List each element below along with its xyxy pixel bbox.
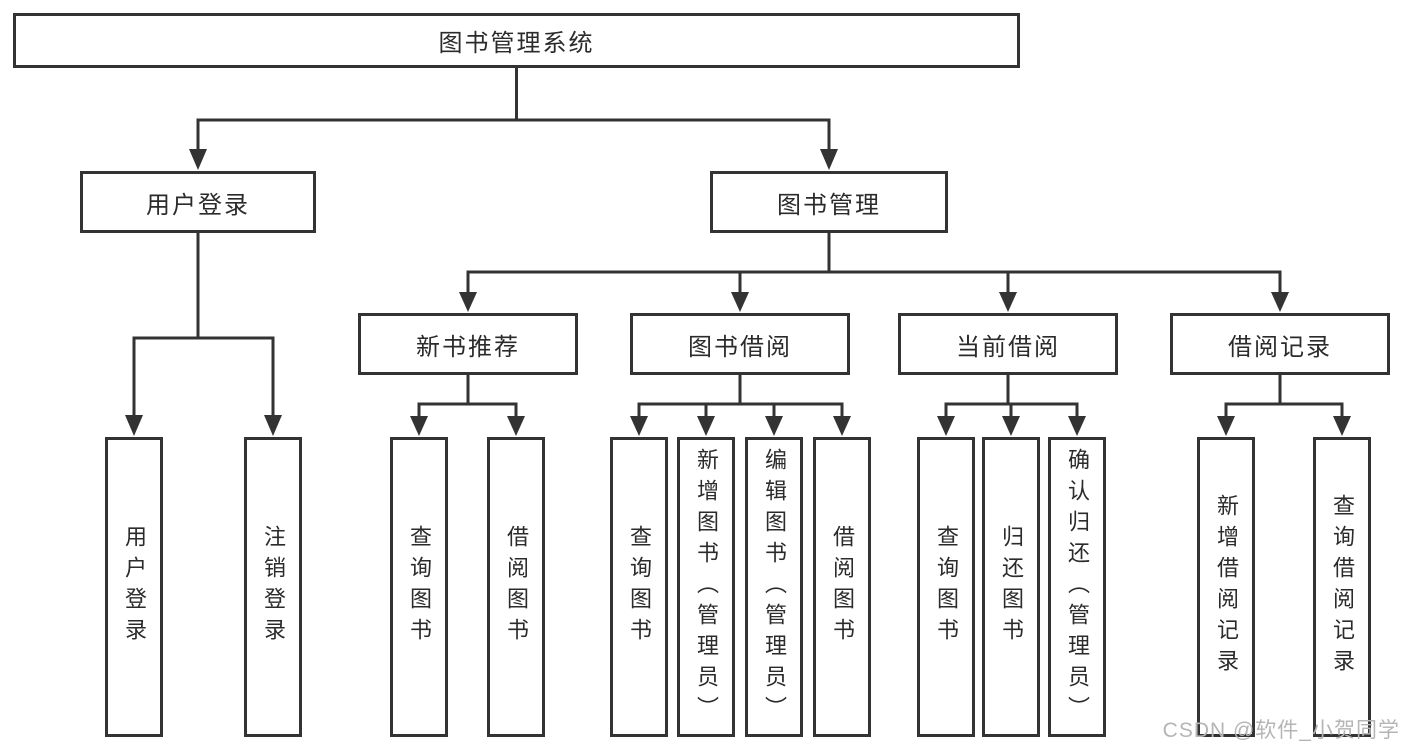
node-leaf-user-login: 用户登录 [105,437,163,737]
arrowheads-current-borrowing [937,416,1086,436]
node-label: 归还图书 [999,525,1024,649]
node-new-book-recommendation: 新书推荐 [358,313,578,375]
connector-root-to-level2 [196,66,831,152]
node-book-borrowing: 图书借阅 [630,313,850,375]
node-leaf-return-books: 归还图书 [982,437,1040,737]
node-borrowing-records: 借阅记录 [1170,313,1390,375]
arrowheads-user-login [125,415,282,436]
arrowheads-new-book [410,416,525,436]
node-label: 图书管理系统 [438,30,595,57]
node-label: 借阅图书 [830,525,855,649]
connector-book-management [466,231,1282,295]
node-leaf-borrow-books-2: 借阅图书 [813,437,871,737]
node-user-login: 用户登录 [80,171,316,233]
node-label: 确认归还（管理员） [1065,447,1090,727]
node-label: 借阅记录 [1228,333,1332,361]
node-leaf-query-books-1: 查询图书 [390,437,448,737]
node-label: 图书管理 [777,191,881,219]
node-leaf-query-borrow-record: 查询借阅记录 [1313,437,1371,737]
connector-new-book [417,373,518,419]
node-library-management-system: 图书管理系统 [13,13,1020,68]
node-label: 新书推荐 [416,333,520,361]
connector-borrowing-records [1224,373,1344,419]
arrowheads-borrowing-records [1217,416,1351,436]
node-leaf-query-books-3: 查询图书 [917,437,975,737]
node-label: 查询借阅记录 [1330,494,1355,680]
node-label: 编辑图书（管理员） [762,447,787,727]
connector-current-borrowing [944,373,1079,419]
node-label: 查询图书 [934,525,959,649]
node-leaf-borrow-books-1: 借阅图书 [487,437,545,737]
node-label: 查询图书 [627,525,652,649]
node-current-borrowing: 当前借阅 [898,313,1118,375]
node-label: 借阅图书 [504,525,529,649]
node-book-management: 图书管理 [710,171,948,233]
node-label: 注销登录 [261,525,286,649]
watermark: CSDN @软件_小贺同学 [1162,719,1400,742]
node-label: 当前借阅 [956,333,1060,361]
arrowheads-book-borrowing [630,416,851,436]
node-leaf-confirm-return-admin: 确认归还（管理员） [1048,437,1106,737]
node-label: 图书借阅 [688,333,792,361]
node-label: 用户登录 [146,191,250,219]
node-leaf-edit-book-admin: 编辑图书（管理员） [745,437,803,737]
node-label: 新增借阅记录 [1214,494,1239,680]
node-label: 查询图书 [407,525,432,649]
node-leaf-logout: 注销登录 [244,437,302,737]
node-label: 用户登录 [122,525,147,649]
connector-user-login [132,231,275,418]
node-leaf-query-books-2: 查询图书 [610,437,668,737]
node-label: 新增图书（管理员） [694,447,719,727]
arrowheads-level3 [459,292,1289,312]
connector-book-borrowing [637,373,844,419]
node-leaf-add-book-admin: 新增图书（管理员） [677,437,735,737]
arrowheads-level2 [189,149,838,170]
node-leaf-add-borrow-record: 新增借阅记录 [1197,437,1255,737]
